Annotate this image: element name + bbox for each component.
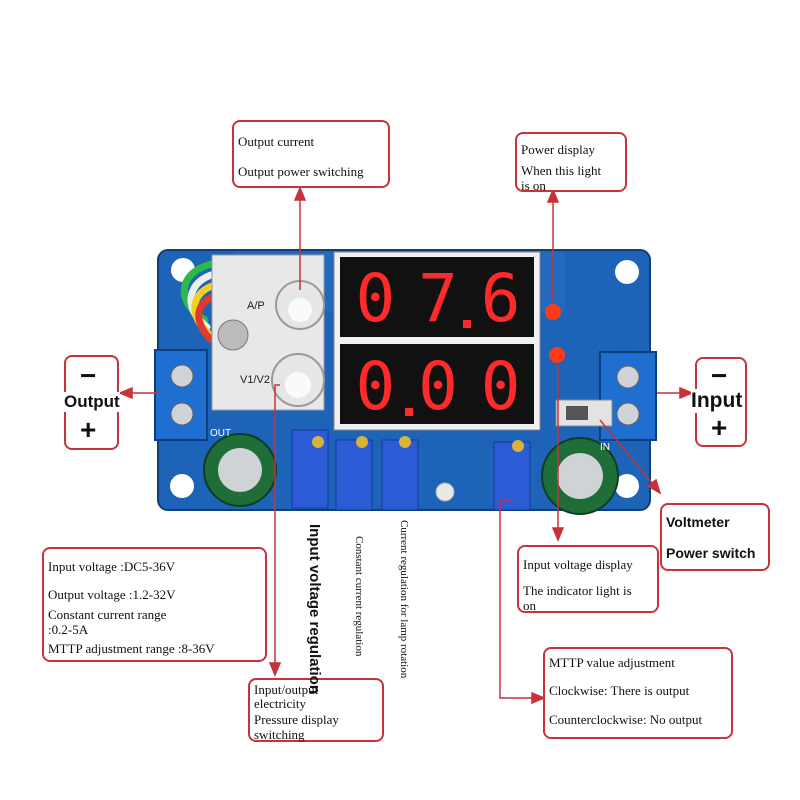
callout-input-voltage-display: Input voltage display The indicator ligh… xyxy=(517,545,659,613)
callout-io-display: Input/output electricity Pressure displa… xyxy=(248,678,384,742)
callout-text: MTTP value adjustment xyxy=(549,655,675,670)
callout-output-current: Output current Output power switching xyxy=(232,120,390,188)
trim-pot xyxy=(493,441,531,511)
label-ap: A/P xyxy=(247,300,265,312)
vertical-label-constant-current: Constant current regulation xyxy=(353,536,365,657)
output-label: Output xyxy=(64,392,120,412)
display-decimal-bottom xyxy=(405,408,413,416)
input-terminal-block xyxy=(599,351,657,441)
callout-text: Input/output xyxy=(254,682,319,697)
callout-text: When this light xyxy=(521,163,602,178)
digit: 0 xyxy=(355,347,396,425)
callout-text: Output current xyxy=(238,134,315,149)
input-led xyxy=(549,347,565,363)
vertical-label-input-voltage: Input voltage regulation xyxy=(306,524,323,695)
callout-text: is on xyxy=(521,178,546,193)
callout-mttp: MTTP value adjustment Clockwise: There i… xyxy=(543,647,733,739)
label-v1v2: V1/V2 xyxy=(240,374,270,386)
display-decimal-top xyxy=(463,320,471,328)
plus-sign: + xyxy=(80,414,97,445)
callout-power-display: Power display When this light is on xyxy=(515,132,627,193)
callout-text: Power switch xyxy=(666,545,756,561)
mount-hole xyxy=(615,260,639,284)
display-top-row: 0 7 6 xyxy=(344,258,532,338)
digit: 0 xyxy=(355,259,396,337)
callout-text: Input voltage display xyxy=(523,557,633,572)
callout-text: switching xyxy=(254,727,305,742)
callout-text: Counterclockwise: No output xyxy=(549,712,703,727)
callout-text: electricity xyxy=(254,696,306,711)
plus-sign: + xyxy=(711,412,728,443)
mount-hole xyxy=(170,474,194,498)
trim-pot xyxy=(335,439,373,511)
callout-arrows xyxy=(118,186,694,705)
callout-specs: Input voltage :DC5-36V Output voltage :1… xyxy=(42,547,267,662)
mount-hole xyxy=(615,474,639,498)
minus-sign: − xyxy=(711,360,728,391)
digit: 0 xyxy=(480,347,521,425)
callout-voltmeter: Voltmeter Power switch xyxy=(660,503,770,571)
callout-text: Clockwise: There is output xyxy=(549,683,690,698)
display-bottom-row: 0 0 0 xyxy=(344,346,532,426)
label-out: OUT xyxy=(210,428,232,439)
spec-mttp-range: MTTP adjustment range :8-36V xyxy=(48,641,215,656)
lamp-led xyxy=(435,482,455,502)
input-label: Input xyxy=(691,389,743,413)
digit: 7 xyxy=(418,259,458,337)
callout-text: The indicator light is xyxy=(523,583,632,598)
callout-text: Output power switching xyxy=(238,164,364,179)
callout-text: Power display xyxy=(521,142,596,157)
spec-input-voltage: Input voltage :DC5-36V xyxy=(48,559,176,574)
spec-current-range: Constant current range xyxy=(48,607,167,622)
output-terminal-block xyxy=(154,349,208,441)
vertical-label-lamp-rotation: Current regulation for lamp rotation xyxy=(398,520,410,679)
power-led xyxy=(545,304,561,320)
spec-output-voltage: Output voltage :1.2-32V xyxy=(48,587,176,602)
digit: 6 xyxy=(480,259,521,337)
minus-sign: − xyxy=(80,360,97,391)
callout-text: Pressure display xyxy=(254,712,339,727)
callout-text: on xyxy=(523,598,536,613)
spec-current-value: :0.2-5A xyxy=(48,622,89,637)
label-in: IN xyxy=(600,442,610,453)
trim-pot xyxy=(381,439,419,511)
digit: 0 xyxy=(418,347,458,425)
callout-text: Voltmeter xyxy=(666,514,730,530)
